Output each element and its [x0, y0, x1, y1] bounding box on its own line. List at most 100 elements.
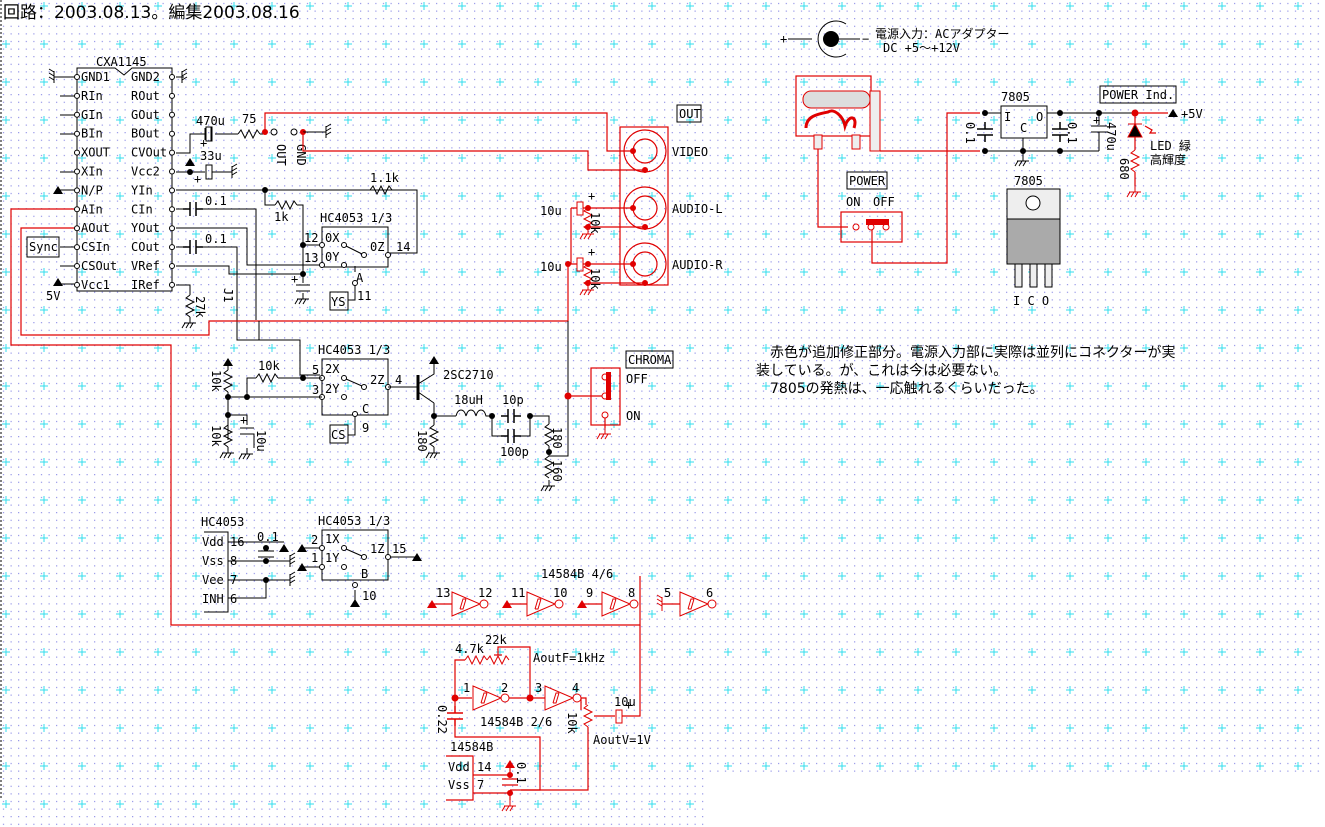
osc-freq-label: AoutF=1kHz: [533, 651, 605, 665]
cxa-left-pin-label: AOut: [81, 221, 110, 235]
video-cap-label: 470u: [196, 114, 225, 128]
cxa-right-pin: [169, 187, 175, 194]
svg-text:9: 9: [362, 421, 369, 435]
reg-cout-label: 0.1: [1065, 122, 1079, 144]
svg-text:+: +: [200, 136, 207, 150]
jack-minus: −: [862, 32, 869, 46]
cxa-left-pin-label: XOUT: [81, 146, 110, 160]
audio-l-cap-label: 10u: [540, 204, 562, 218]
osc-r1-label: 4.7k: [455, 642, 485, 656]
cxa-left-pin: [74, 225, 80, 232]
cxa-right-pin-label: YOut: [131, 221, 160, 235]
inverter-out-pin: 10: [553, 586, 567, 600]
sync-label: Sync: [29, 240, 58, 254]
cs-label: CS: [331, 428, 345, 442]
cxa-right-pin-label: IRef: [131, 278, 160, 292]
grid-crosses: [2, 0, 1325, 775]
cxa-left-pin-label: Vcc1: [81, 278, 110, 292]
svg-text:+: +: [291, 272, 298, 286]
cxa-right-pin-label: GND2: [131, 70, 160, 84]
emitter-res-label: 180: [415, 430, 429, 452]
inverter-in-pin: 5: [664, 586, 671, 600]
cxa-left-pin: [74, 244, 80, 251]
led-label-1: LED 緑: [1150, 138, 1191, 153]
reg-cin-label: 0.1: [963, 122, 977, 144]
r1-1k-label: 1.1k: [370, 171, 400, 185]
inverters-title: 14584B 4/6: [541, 567, 613, 581]
parallel-cap-label: 100p: [500, 445, 529, 459]
cxa-left-pin: [74, 168, 80, 175]
cxa-left-pin: [74, 206, 80, 213]
chroma-switch-title: CHROMA: [628, 353, 672, 367]
svg-text:4: 4: [395, 373, 402, 387]
svg-text:11: 11: [357, 289, 371, 303]
chroma-switch-on: ON: [626, 409, 640, 423]
audio-r-jack-label: AUDIO-R: [672, 258, 723, 272]
cxa-left-pin: [74, 74, 80, 80]
svg-text:2X: 2X: [325, 362, 340, 376]
video-output-section: 470u + 75 OUT GND 33u +: [176, 112, 332, 186]
video-jack-label: VIDEO: [672, 145, 708, 159]
svg-text:10: 10: [362, 589, 376, 603]
cxa-left-pin: [74, 92, 80, 99]
power-switch-lever[interactable]: [866, 219, 889, 225]
svg-text:13: 13: [304, 251, 318, 265]
svg-text:7805: 7805: [1001, 90, 1030, 104]
note-line-1: 赤色が追加修正部分。電源入力部に実際は並列にコネクターが実: [756, 344, 1175, 361]
chroma-switch-off: OFF: [626, 372, 648, 386]
chroma-switch-lever[interactable]: [606, 372, 611, 400]
led-res-label: 680: [1117, 158, 1131, 180]
svg-text:14: 14: [396, 240, 410, 254]
mux-unused-section: HC4053 1/3 2 1 1X 1Y 1Z 15 B 10: [297, 514, 422, 607]
r1k-label: 1k: [274, 210, 289, 224]
audio-r-cap-label: 10u: [540, 260, 562, 274]
page-title: 回路：2003.08.13。編集2003.08.16: [3, 3, 300, 23]
grid-crosses-bottom: [2, 775, 708, 827]
bias-res-label: 10k: [258, 359, 280, 373]
inverter-out-pin: 8: [628, 586, 635, 600]
svg-text:3: 3: [312, 383, 319, 397]
pkg-pins: I C O: [1013, 294, 1049, 308]
osc-power-pin-num: 14: [477, 760, 491, 774]
led-label-2: 高輝度: [1150, 152, 1186, 167]
svg-text:1X: 1X: [325, 532, 340, 546]
osc-out-cap-label: 10u: [614, 695, 636, 709]
transistor-label: 2SC2710: [443, 368, 494, 382]
power-switch-on: ON: [846, 195, 860, 209]
osc-power-pin-name: Vdd: [448, 760, 470, 774]
v-out-label: +5V: [1181, 107, 1203, 121]
divider-res1-label: 180: [550, 427, 564, 449]
svg-text:+: +: [194, 172, 201, 186]
cxa1145-name: CXA1145: [96, 55, 147, 69]
osc-r2-label: 22k: [485, 633, 507, 647]
hc4053-power-pin-name: Vdd: [202, 535, 224, 549]
cxa-right-pin: [169, 168, 175, 175]
cxa-right-pin-label: CVOut: [131, 146, 167, 160]
cxa-right-pin-label: ROut: [131, 89, 160, 103]
cxa-right-pin-label: YIn: [131, 183, 153, 197]
title-bg: [2, 2, 18, 20]
svg-text:C: C: [1020, 121, 1027, 135]
inverter-in-pin: 11: [511, 586, 525, 600]
divider-res2-label: 160: [550, 460, 564, 482]
cin-cap-label: 0.1: [205, 194, 227, 208]
svg-text:1: 1: [463, 681, 470, 695]
cxa-right-pin-label: GOut: [131, 108, 160, 122]
j1-label: J1: [221, 288, 235, 302]
inverter-in-pin: 9: [586, 586, 593, 600]
osc-power-pin-num: 7: [477, 778, 484, 792]
bias-top-res-label: 10k: [209, 370, 223, 392]
svg-text:2Z: 2Z: [370, 373, 384, 387]
svg-text:4: 4: [572, 681, 579, 695]
hc4053-bypass-cap-label: 0.1: [257, 530, 279, 544]
svg-text:3: 3: [535, 681, 542, 695]
vcc2-cap-label: 33u: [200, 149, 222, 163]
inverter-out-pin: 6: [706, 586, 713, 600]
hc4053-power-pin-name: Vee: [202, 573, 224, 587]
svg-text:1Z: 1Z: [370, 542, 384, 556]
hc4053-power-name: HC4053: [201, 515, 244, 529]
inverter-out-pin: 12: [478, 586, 492, 600]
mux-yc-title: HC4053 1/3: [320, 211, 392, 225]
